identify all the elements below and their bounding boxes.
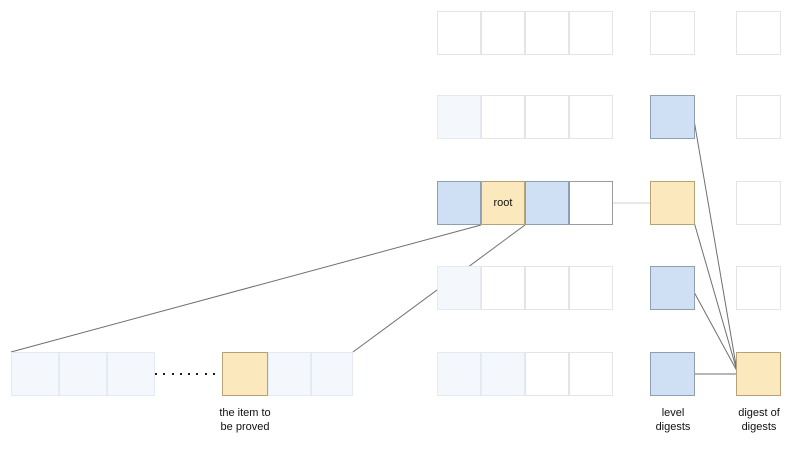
row-1-level-digest[interactable] bbox=[650, 11, 695, 55]
ellipsis-dot bbox=[171, 373, 174, 375]
row-5-cell-4[interactable] bbox=[569, 352, 613, 396]
ellipsis-dot bbox=[155, 373, 157, 375]
row-3-level-digest[interactable] bbox=[650, 181, 695, 225]
row-1-cell-4[interactable] bbox=[569, 11, 613, 55]
row-1-cell-1[interactable] bbox=[437, 11, 481, 55]
row-2-cell-1[interactable] bbox=[437, 95, 481, 139]
row-5-cell-1[interactable] bbox=[437, 352, 481, 396]
row-2-far-box[interactable] bbox=[736, 95, 781, 139]
row-3-cell-root[interactable]: root bbox=[481, 181, 525, 225]
row-4-cell-4[interactable] bbox=[569, 266, 613, 310]
caption-digest-of-digests: digest of digests bbox=[738, 407, 780, 433]
row-2-cell-3[interactable] bbox=[525, 95, 569, 139]
row-2-level-digest[interactable] bbox=[650, 95, 695, 139]
ellipsis-dot bbox=[188, 373, 191, 375]
caption-level-digests: level digests bbox=[655, 407, 691, 433]
row-5-level-digest[interactable] bbox=[650, 352, 695, 396]
ellipsis-dot bbox=[212, 373, 215, 375]
row-5-cell-3[interactable] bbox=[525, 352, 569, 396]
bottom-row-cell-6[interactable] bbox=[311, 352, 353, 396]
row-1-far-box[interactable] bbox=[736, 11, 781, 55]
bottom-row-cell-3[interactable] bbox=[107, 352, 155, 396]
row-1-cell-3[interactable] bbox=[525, 11, 569, 55]
digest-fan-line-1 bbox=[693, 119, 738, 372]
ellipsis-dot bbox=[204, 373, 207, 375]
ellipsis-dot bbox=[196, 373, 199, 375]
row-3-cell-3[interactable] bbox=[525, 181, 569, 225]
bottom-row-cell-5[interactable] bbox=[268, 352, 311, 396]
row-4-far-box[interactable] bbox=[736, 266, 781, 310]
row-5-cell-2[interactable] bbox=[481, 352, 525, 396]
expand-line-left bbox=[10, 224, 482, 353]
row-3-far-box[interactable] bbox=[736, 181, 781, 225]
ellipsis-dot bbox=[163, 373, 166, 375]
row-2-cell-2[interactable] bbox=[481, 95, 525, 139]
bottom-row-cell-2[interactable] bbox=[59, 352, 107, 396]
ellipsis-dot bbox=[179, 373, 182, 375]
caption-item-to-be-proved: the item to be proved bbox=[219, 407, 271, 433]
digest-fan-line-2 bbox=[693, 221, 738, 372]
row-3-cell-4[interactable] bbox=[569, 181, 613, 225]
row-1-cell-2[interactable] bbox=[481, 11, 525, 55]
bottom-row-cell-item-to-be-proved[interactable] bbox=[222, 352, 268, 396]
row-4-cell-2[interactable] bbox=[481, 266, 525, 310]
bottom-row-cell-1[interactable] bbox=[11, 352, 59, 396]
row-4-cell-3[interactable] bbox=[525, 266, 569, 310]
row-3-cell-1[interactable] bbox=[437, 181, 481, 225]
digest-fan-line-3 bbox=[693, 291, 738, 372]
row-4-level-digest[interactable] bbox=[650, 266, 695, 310]
ellipsis-dots bbox=[155, 372, 215, 376]
row-4-cell-1[interactable] bbox=[437, 266, 481, 310]
row-2-cell-4[interactable] bbox=[569, 95, 613, 139]
root-label: root bbox=[493, 196, 513, 209]
row-5-digest-of-digests[interactable] bbox=[736, 352, 781, 396]
